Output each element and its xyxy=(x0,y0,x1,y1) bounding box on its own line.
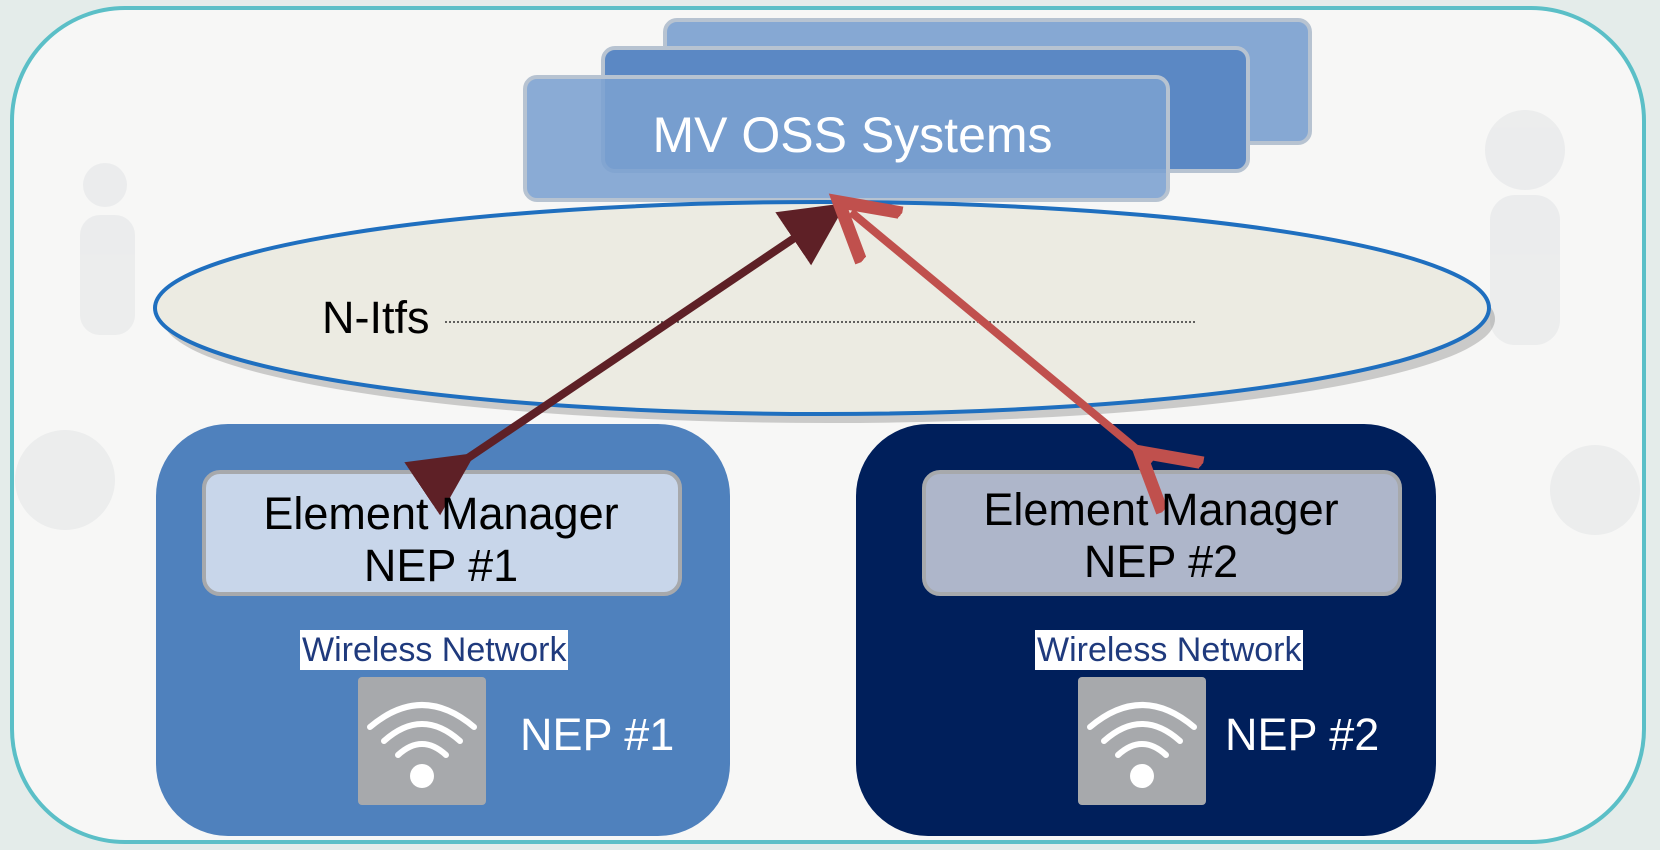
background-figures xyxy=(15,110,1640,535)
oss-title: MV OSS Systems xyxy=(652,107,1053,163)
wireless-network-nep1-label: Wireless Network xyxy=(300,630,569,670)
interface-label: N-Itfs xyxy=(322,292,430,343)
element-manager-nep1-label: Element Manager NEP #1 xyxy=(263,488,619,591)
nep1-label: NEP #1 xyxy=(520,709,675,760)
wireless-network-nep2-label: Wireless Network xyxy=(1035,630,1304,670)
oss-stack xyxy=(523,18,1312,202)
arrow-oss-nep2 xyxy=(851,212,1152,462)
wifi-icon xyxy=(1078,677,1206,805)
nep2-label: NEP #2 xyxy=(1225,709,1380,760)
wifi-icon xyxy=(358,677,486,805)
element-manager-nep2-label: Element Manager NEP #2 xyxy=(983,484,1339,587)
arrow-oss-nep1 xyxy=(404,203,847,516)
